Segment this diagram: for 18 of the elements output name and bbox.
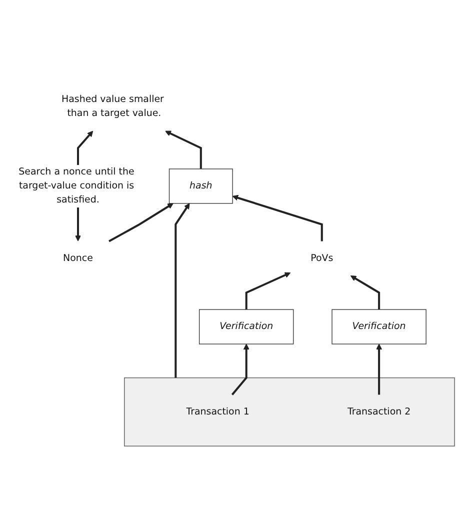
node-text: Nonce	[63, 252, 93, 264]
node-text: PoVs	[310, 252, 334, 264]
arrow	[245, 272, 291, 310]
node-box: Verification	[332, 308, 426, 344]
node-box: Verification	[198, 308, 294, 344]
arrow	[165, 130, 202, 169]
arrow	[174, 202, 190, 378]
edge-label: Search a nonce until the target-value condition is satisfied.	[18, 166, 134, 206]
node-text: Transaction 2	[347, 406, 411, 417]
node-text: Hashed value smaller than a target value.	[61, 94, 164, 119]
arrow	[231, 343, 250, 396]
cluster	[124, 377, 455, 446]
node-text: Transaction 1	[186, 406, 250, 417]
arrow	[376, 343, 382, 394]
arrow	[108, 202, 174, 242]
node-box: hash	[168, 168, 233, 204]
arrow	[232, 194, 323, 241]
arrow	[350, 275, 380, 310]
